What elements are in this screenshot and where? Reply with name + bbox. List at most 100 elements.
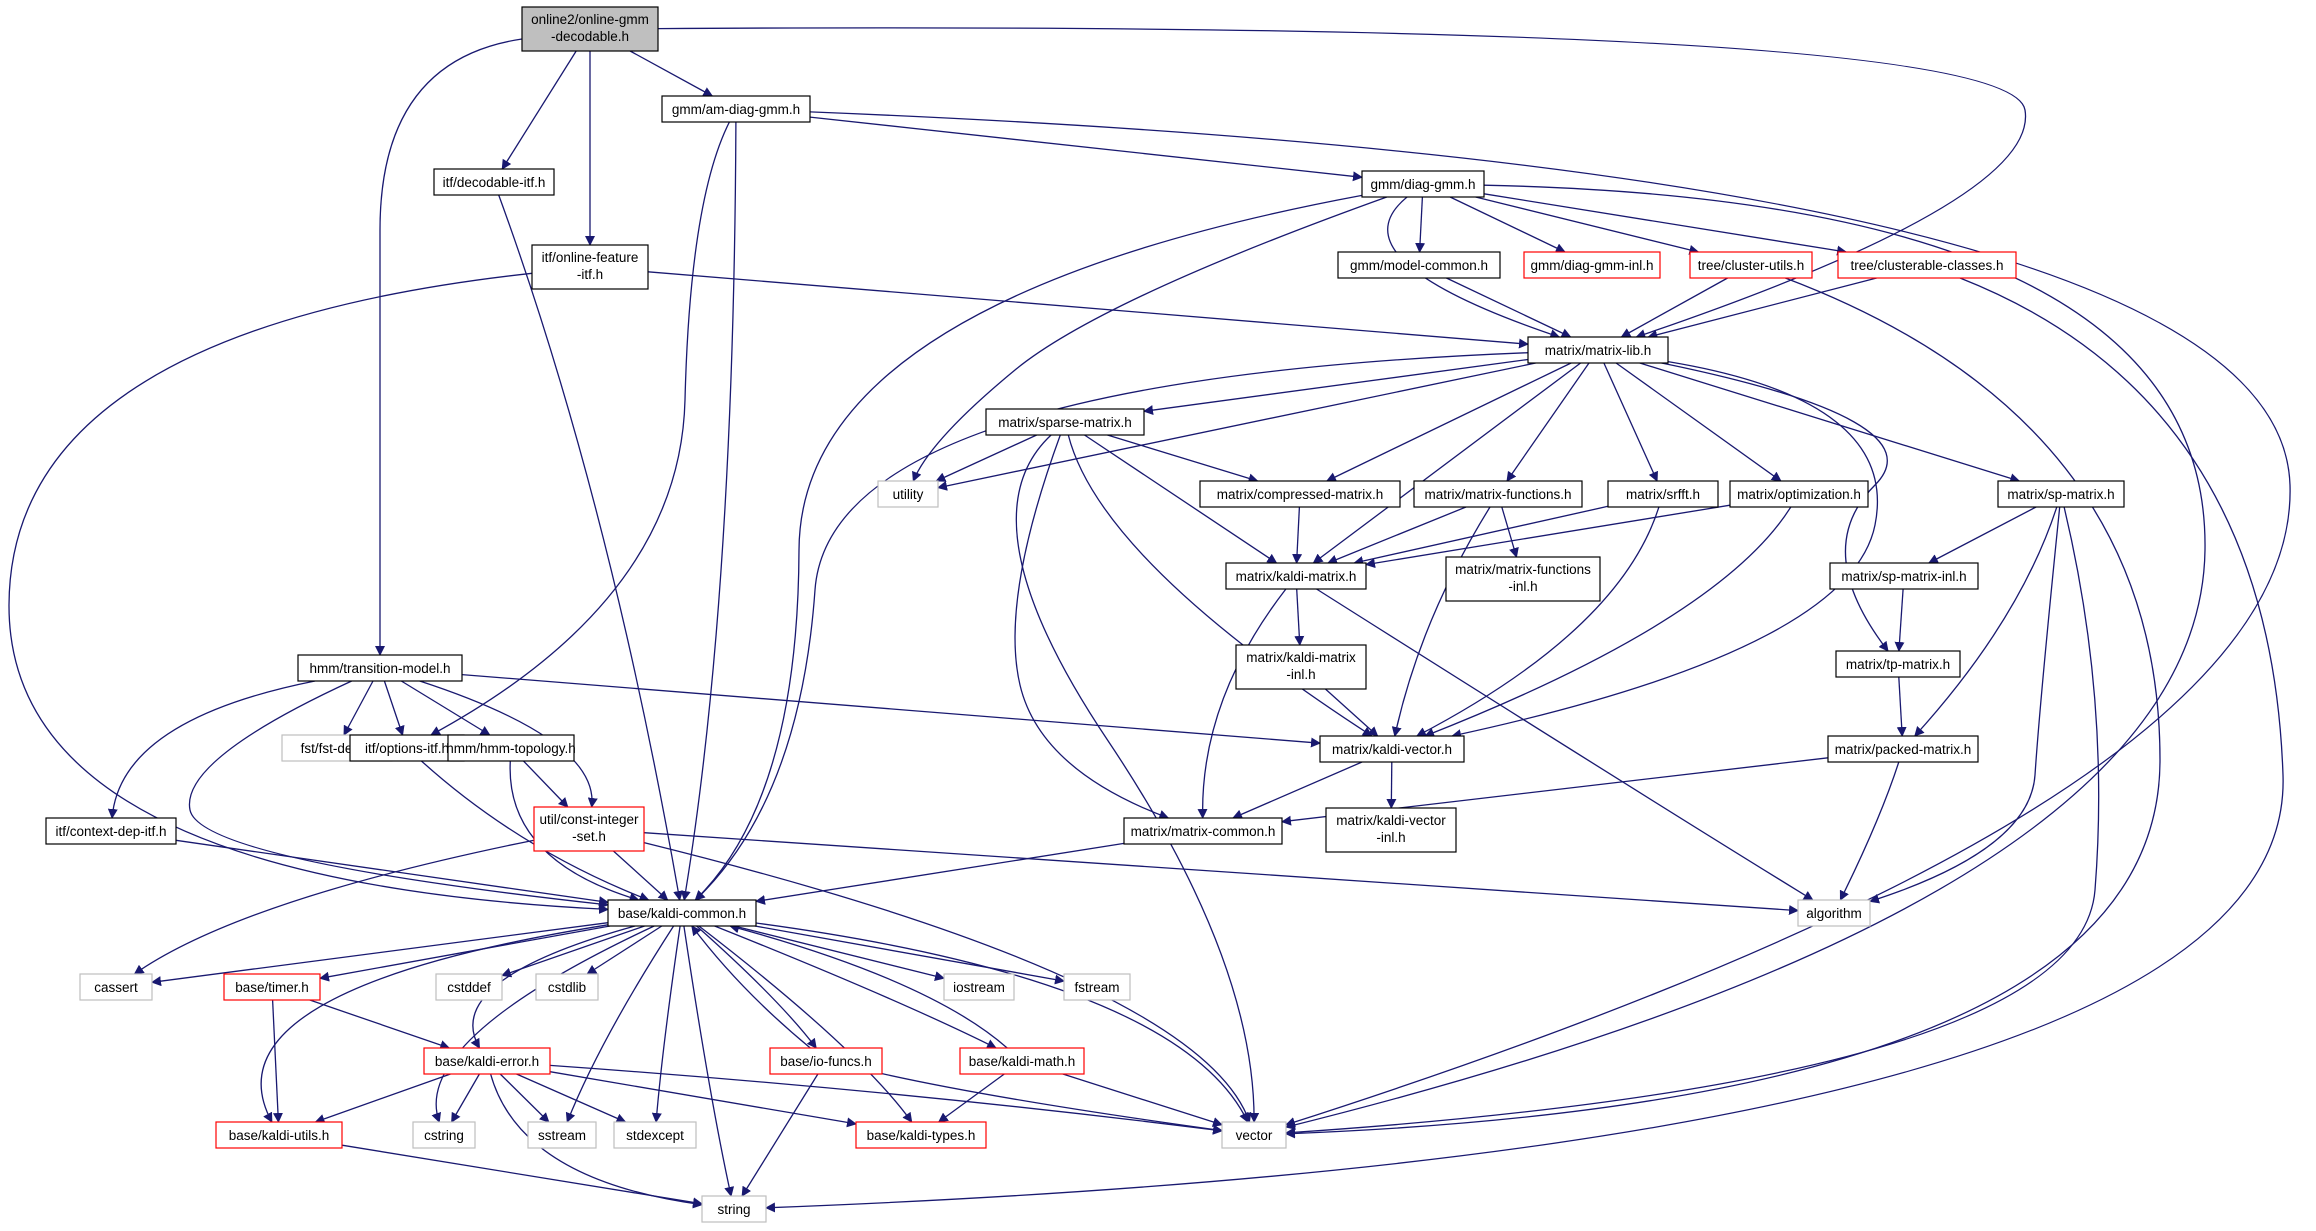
node-root[interactable]: online2/online-gmm-decodable.h bbox=[521, 6, 659, 52]
node-box bbox=[1835, 650, 1961, 678]
edge-kaldi_math-to-vector bbox=[1062, 1073, 1223, 1127]
node-box bbox=[877, 480, 939, 508]
node-cassert: cassert bbox=[79, 973, 153, 1001]
edge-root-to-matrix_lib bbox=[657, 27, 2027, 339]
node-box bbox=[959, 1047, 1085, 1075]
node-sp-matrix[interactable]: matrix/sp-matrix.h bbox=[1997, 480, 2125, 508]
edge-matrix_lib-to-utility bbox=[937, 362, 1536, 491]
node-label: matrix/compressed-matrix.h bbox=[1217, 487, 1384, 502]
node-box bbox=[1225, 562, 1367, 590]
node-kaldi-matrix-inl[interactable]: matrix/kaldi-matrix-inl.h bbox=[1235, 644, 1367, 690]
edge-cluster_utils-to-vector bbox=[1285, 277, 2161, 1139]
node-box bbox=[855, 1121, 987, 1149]
edge-am_diag_gmm-to-kaldi_common bbox=[680, 121, 737, 901]
node-options-itf[interactable]: itf/options-itf.h bbox=[349, 734, 465, 762]
edge-kaldi_common-to-cassert bbox=[151, 922, 609, 987]
edge-kaldi_error-to-vector bbox=[549, 1064, 1223, 1135]
edge-timer-to-kaldi_utils bbox=[271, 999, 283, 1123]
edge-matrix_lib-to-kaldi_common bbox=[694, 352, 1529, 901]
edge-decodable_itf-to-kaldi_common bbox=[498, 194, 684, 901]
edge-diag_gmm-to-utility bbox=[912, 196, 1388, 482]
node-context-dep-itf[interactable]: itf/context-dep-itf.h bbox=[45, 817, 177, 845]
edge-kaldi_error-to-stdexcept bbox=[516, 1073, 627, 1123]
node-compressed-matrix[interactable]: matrix/compressed-matrix.h bbox=[1199, 480, 1401, 508]
node-timer[interactable]: base/timer.h bbox=[223, 973, 321, 1001]
node-label: matrix/sp-matrix.h bbox=[2007, 487, 2114, 502]
node-box bbox=[943, 973, 1015, 1001]
node-box bbox=[423, 1047, 551, 1075]
node-kaldi-utils[interactable]: base/kaldi-utils.h bbox=[215, 1121, 343, 1149]
edge-kaldi_common-to-kaldi_utils bbox=[260, 924, 609, 1123]
node-box bbox=[1523, 251, 1661, 279]
node-label: hmm/hmm-topology.h bbox=[446, 741, 576, 756]
node-cstring: cstring bbox=[412, 1121, 476, 1149]
edge-srfft-to-kaldi_matrix bbox=[1353, 505, 1609, 566]
node-matrix-common[interactable]: matrix/matrix-common.h bbox=[1123, 817, 1283, 845]
node-label: itf/decodable-itf.h bbox=[443, 175, 546, 190]
node-diag-gmm-inl[interactable]: gmm/diag-gmm-inl.h bbox=[1523, 251, 1661, 279]
edge-kaldi_common-to-cstdlib bbox=[586, 925, 663, 975]
node-label: stdexcept bbox=[626, 1128, 684, 1143]
node-optimization[interactable]: matrix/optimization.h bbox=[1729, 480, 1869, 508]
edge-kaldi_common-to-cstddef bbox=[501, 925, 645, 978]
edge-cluster_utils-to-matrix_lib bbox=[1620, 277, 1728, 338]
node-algorithm: algorithm bbox=[1797, 899, 1871, 927]
node-label: itf/context-dep-itf.h bbox=[55, 824, 166, 839]
node-matrix-lib[interactable]: matrix/matrix-lib.h bbox=[1527, 336, 1669, 364]
edge-kaldi_error-to-kaldi_utils bbox=[314, 1073, 451, 1124]
edge-matrix_functions-to-kaldi_matrix bbox=[1327, 506, 1467, 565]
edge-sparse_matrix-to-compressed_matrix bbox=[1107, 434, 1259, 484]
node-tp-matrix[interactable]: matrix/tp-matrix.h bbox=[1835, 650, 1961, 678]
node-matrix-functions-inl[interactable]: matrix/matrix-functions-inl.h bbox=[1445, 556, 1601, 602]
node-kaldi-common[interactable]: base/kaldi-common.h bbox=[607, 899, 757, 927]
node-utility: utility bbox=[877, 480, 939, 508]
edge-kaldi_vector-to-matrix_common bbox=[1232, 761, 1363, 820]
edge-io_funcs-to-vector bbox=[881, 1072, 1223, 1135]
node-sp-matrix-inl[interactable]: matrix/sp-matrix-inl.h bbox=[1829, 562, 1979, 590]
edge-compressed_matrix-to-kaldi_matrix bbox=[1292, 506, 1303, 564]
node-online-feature-itf[interactable]: itf/online-feature-itf.h bbox=[531, 244, 649, 290]
node-am-diag-gmm[interactable]: gmm/am-diag-gmm.h bbox=[661, 95, 811, 123]
edge-io_funcs-to-string bbox=[741, 1073, 819, 1197]
edge-matrix_functions-to-matrix_functions_inl bbox=[1501, 506, 1519, 558]
node-packed-matrix[interactable]: matrix/packed-matrix.h bbox=[1827, 735, 1979, 763]
node-box bbox=[447, 734, 575, 762]
node-srfft[interactable]: matrix/srfft.h bbox=[1607, 480, 1719, 508]
node-matrix-functions[interactable]: matrix/matrix-functions.h bbox=[1413, 480, 1583, 508]
node-kaldi-matrix[interactable]: matrix/kaldi-matrix.h bbox=[1225, 562, 1367, 590]
node-clusterable-classes[interactable]: tree/clusterable-classes.h bbox=[1837, 251, 2017, 279]
node-kaldi-error[interactable]: base/kaldi-error.h bbox=[423, 1047, 551, 1075]
node-kaldi-vector-inl[interactable]: matrix/kaldi-vector-inl.h bbox=[1325, 807, 1457, 853]
edge-sp_matrix-to-sp_matrix_inl bbox=[1928, 506, 2037, 564]
node-const-integer-set[interactable]: util/const-integer-set.h bbox=[533, 806, 645, 852]
node-diag-gmm[interactable]: gmm/diag-gmm.h bbox=[1361, 170, 1485, 198]
node-decodable-itf[interactable]: itf/decodable-itf.h bbox=[433, 168, 555, 196]
node-label: cstring bbox=[424, 1128, 464, 1143]
dependency-edges bbox=[8, 27, 2291, 1213]
node-kaldi-math[interactable]: base/kaldi-math.h bbox=[959, 1047, 1085, 1075]
edge-sparse_matrix-to-vector bbox=[1015, 434, 1260, 1123]
node-box bbox=[79, 973, 153, 1001]
node-transition-model[interactable]: hmm/transition-model.h bbox=[297, 654, 463, 682]
node-sparse-matrix[interactable]: matrix/sparse-matrix.h bbox=[985, 408, 1145, 436]
node-model-common[interactable]: gmm/model-common.h bbox=[1337, 251, 1501, 279]
node-label: matrix/matrix-functions.h bbox=[1424, 487, 1571, 502]
node-label: sstream bbox=[538, 1128, 586, 1143]
node-box bbox=[1413, 480, 1583, 508]
node-box bbox=[1235, 644, 1367, 690]
node-box bbox=[215, 1121, 343, 1149]
edge-srfft-to-kaldi_vector bbox=[1416, 506, 1660, 737]
node-io-funcs[interactable]: base/io-funcs.h bbox=[769, 1047, 883, 1075]
node-kaldi-types[interactable]: base/kaldi-types.h bbox=[855, 1121, 987, 1149]
node-kaldi-vector[interactable]: matrix/kaldi-vector.h bbox=[1319, 735, 1465, 763]
node-hmm-topology[interactable]: hmm/hmm-topology.h bbox=[446, 734, 576, 762]
node-label: matrix/sparse-matrix.h bbox=[998, 415, 1132, 430]
edge-kaldi_common-to-stdexcept bbox=[651, 925, 681, 1123]
edge-const_integer_set-to-kaldi_common bbox=[612, 850, 669, 901]
node-label: -set.h bbox=[572, 829, 606, 844]
edge-hmm_topology-to-const_integer_set bbox=[523, 760, 569, 808]
edge-matrix_lib-to-sp_matrix bbox=[1639, 362, 2021, 484]
node-cluster-utils[interactable]: tree/cluster-utils.h bbox=[1689, 251, 1813, 279]
node-label: cassert bbox=[94, 980, 138, 995]
